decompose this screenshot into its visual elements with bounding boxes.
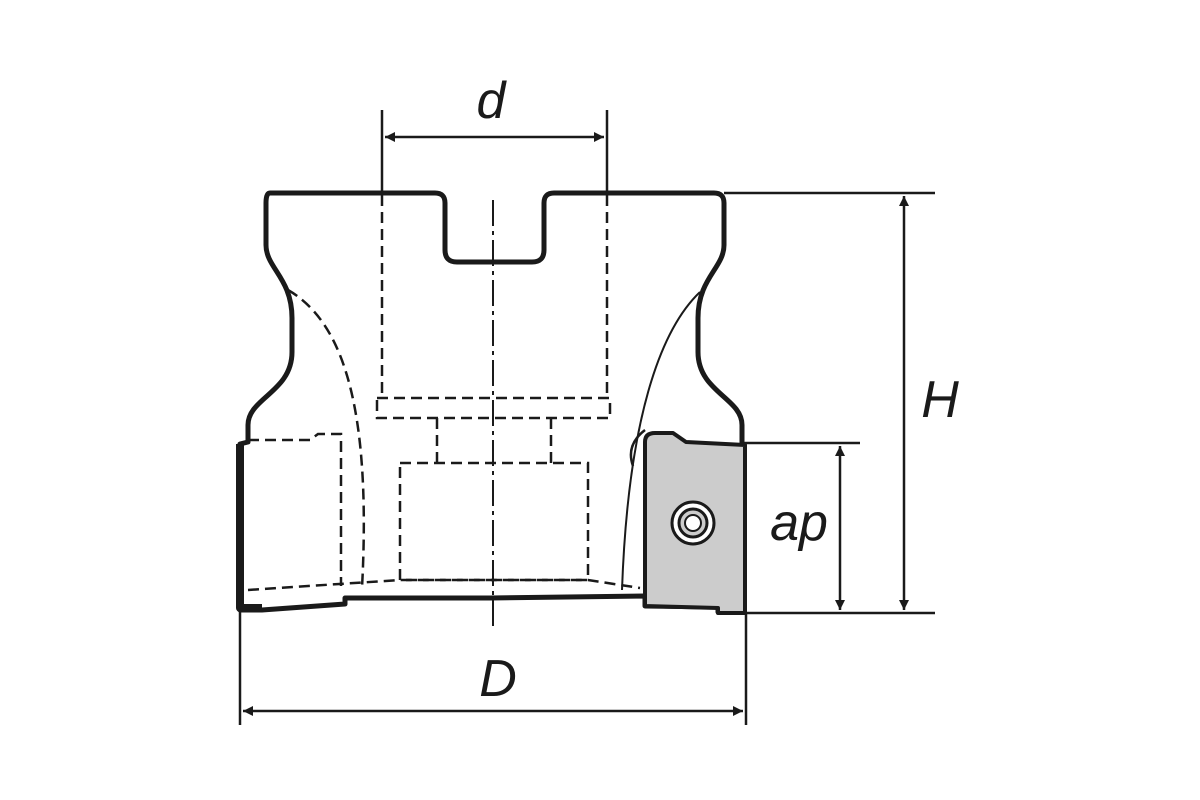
dimension-h: [724, 191, 935, 615]
dimension-d: [380, 110, 609, 195]
right-flute-curve: [621, 291, 701, 591]
left-insert-pocket: [248, 432, 343, 586]
left-insert-edge: [236, 444, 262, 612]
bottom-relief-line: [247, 578, 641, 592]
dimension-h-label: H: [921, 371, 959, 429]
dimension-big-d: [238, 612, 748, 725]
dimension-ap-label: ap: [770, 494, 828, 552]
insert-screw-icon: [670, 500, 716, 546]
dimension-ap: [742, 441, 860, 610]
bore-bottom-step: [375, 396, 612, 420]
dimension-big-d-label: D: [479, 650, 517, 708]
chip-gash-curve: [629, 429, 646, 467]
left-flute-curve: [287, 288, 366, 589]
cutter-body-outline: [237, 190, 745, 615]
dimension-d-label: d: [477, 72, 508, 130]
